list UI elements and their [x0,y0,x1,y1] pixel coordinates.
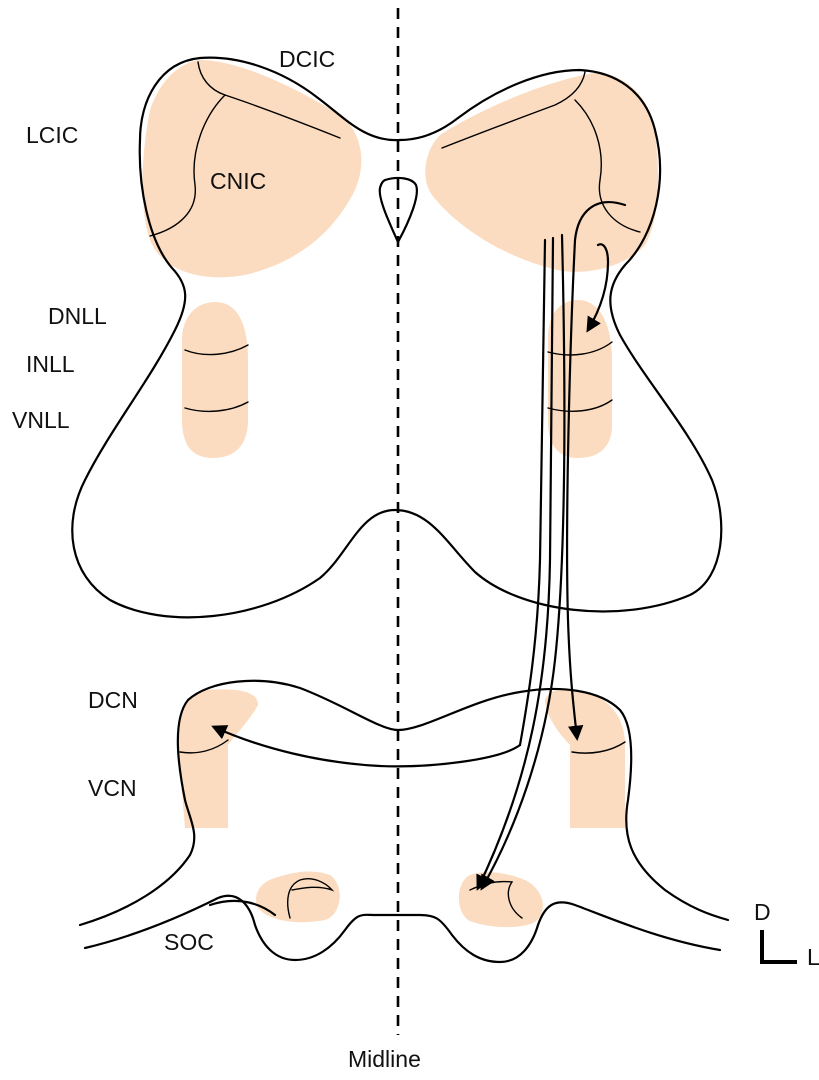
fiber-pathways-group [214,202,625,888]
right-lateral-lemniscus-nuclei [548,300,612,458]
label-soc: SOC [164,929,214,955]
label-lcic: LCIC [26,122,78,148]
left-lateral-lemniscus-nuclei [182,302,248,458]
label-dnll: DNLL [48,303,107,329]
right-cochlear-nucleus [545,690,625,828]
dorsal-label: D [754,899,771,925]
label-dcn: DCN [88,687,138,713]
ic-to-dcn-fiber [567,202,625,738]
left-superior-olivary-complex [256,872,340,923]
label-midline: Midline [348,1046,421,1072]
lateral-label: L [807,944,819,970]
label-inll: INLL [26,351,75,377]
label-vcn: VCN [88,775,137,801]
left-cochlear-nucleus [178,689,258,828]
descending-fiber-1 [520,240,545,745]
label-cnic: CNIC [210,168,266,194]
label-dcic: DCIC [279,46,335,72]
orientation-indicator: D L [754,899,819,970]
descending-fiber-2 [478,238,553,888]
right-inferior-colliculus-nucleus [425,72,658,272]
crossing-fiber-to-left-dcn [214,727,520,766]
brainstem-outline [80,681,728,925]
label-vnll: VNLL [12,407,70,433]
orientation-axes-icon [762,930,797,962]
right-superior-olivary-complex [459,872,543,927]
